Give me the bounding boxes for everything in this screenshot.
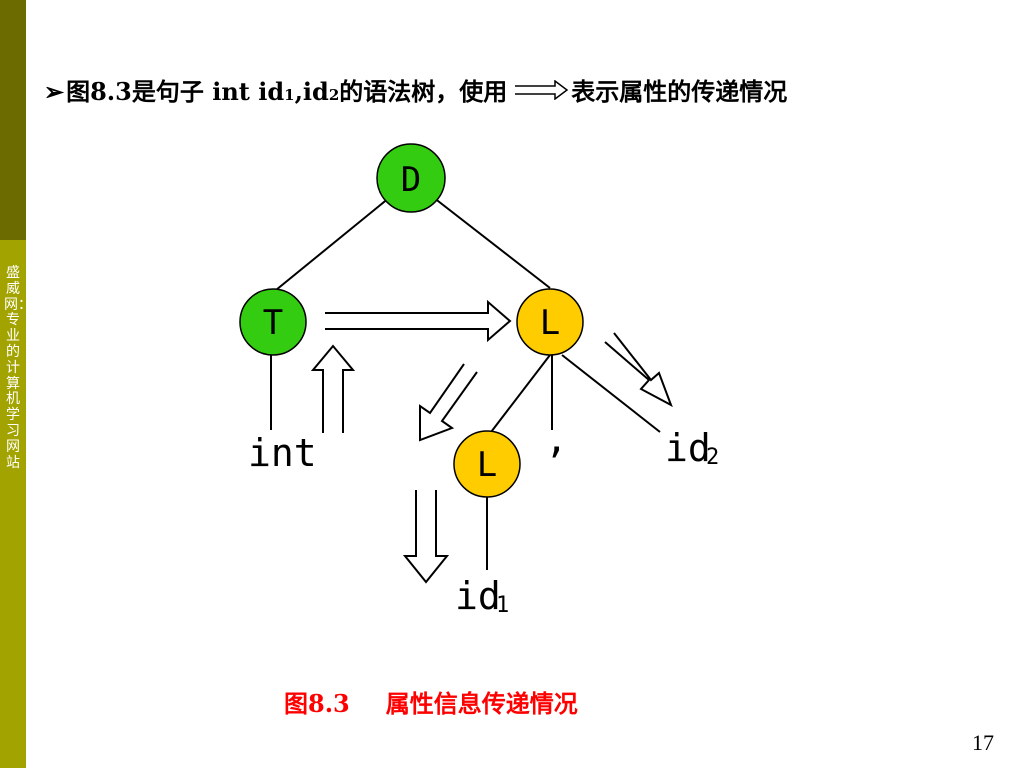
headline-part3: 的语法树，使用 bbox=[339, 77, 508, 106]
node-d: D bbox=[376, 143, 446, 213]
arrow-l-to-inner bbox=[419, 363, 478, 442]
svg-text:L: L bbox=[477, 445, 497, 485]
headline-part1: 图8.3是句子 int id bbox=[66, 77, 285, 106]
node-l-inner: L bbox=[453, 430, 521, 498]
svg-text:1: 1 bbox=[496, 593, 509, 618]
page-number: 17 bbox=[972, 730, 994, 755]
leaf-id1: id 1 bbox=[455, 574, 509, 618]
double-arrow-icon bbox=[515, 80, 569, 100]
arrow-t-to-l bbox=[325, 299, 512, 343]
headline-part4: 表示属性的传递情况 bbox=[571, 77, 788, 106]
arrow-up-to-t bbox=[310, 344, 356, 433]
svg-text:id: id bbox=[455, 574, 501, 618]
svg-text:2: 2 bbox=[706, 445, 719, 470]
headline-part2: ,id bbox=[294, 77, 329, 106]
leaf-id2: id 2 bbox=[665, 426, 719, 470]
node-l-right: L bbox=[516, 288, 584, 356]
sidebar-dark-band bbox=[0, 0, 26, 240]
bullet-icon: ➢ bbox=[44, 77, 65, 106]
figure-caption: 图8.3 属性信息传递情况 bbox=[284, 684, 578, 719]
sidebar-light-band bbox=[0, 240, 26, 768]
svg-text:L: L bbox=[540, 303, 560, 343]
svg-text:D: D bbox=[401, 160, 421, 200]
edge-l-inner bbox=[487, 354, 551, 437]
caption-figure-number: 图8.3 bbox=[284, 689, 350, 718]
caption-text: 属性信息传递情况 bbox=[385, 689, 578, 718]
arrow-inner-down bbox=[402, 490, 450, 584]
leaf-comma: , bbox=[545, 417, 568, 461]
node-t: T bbox=[239, 288, 307, 356]
svg-text:T: T bbox=[263, 303, 283, 343]
arrow-l-to-id2 bbox=[604, 332, 673, 408]
svg-text:id: id bbox=[665, 426, 711, 470]
edge-l-id2 bbox=[561, 354, 661, 433]
leaf-int: int bbox=[248, 431, 317, 475]
